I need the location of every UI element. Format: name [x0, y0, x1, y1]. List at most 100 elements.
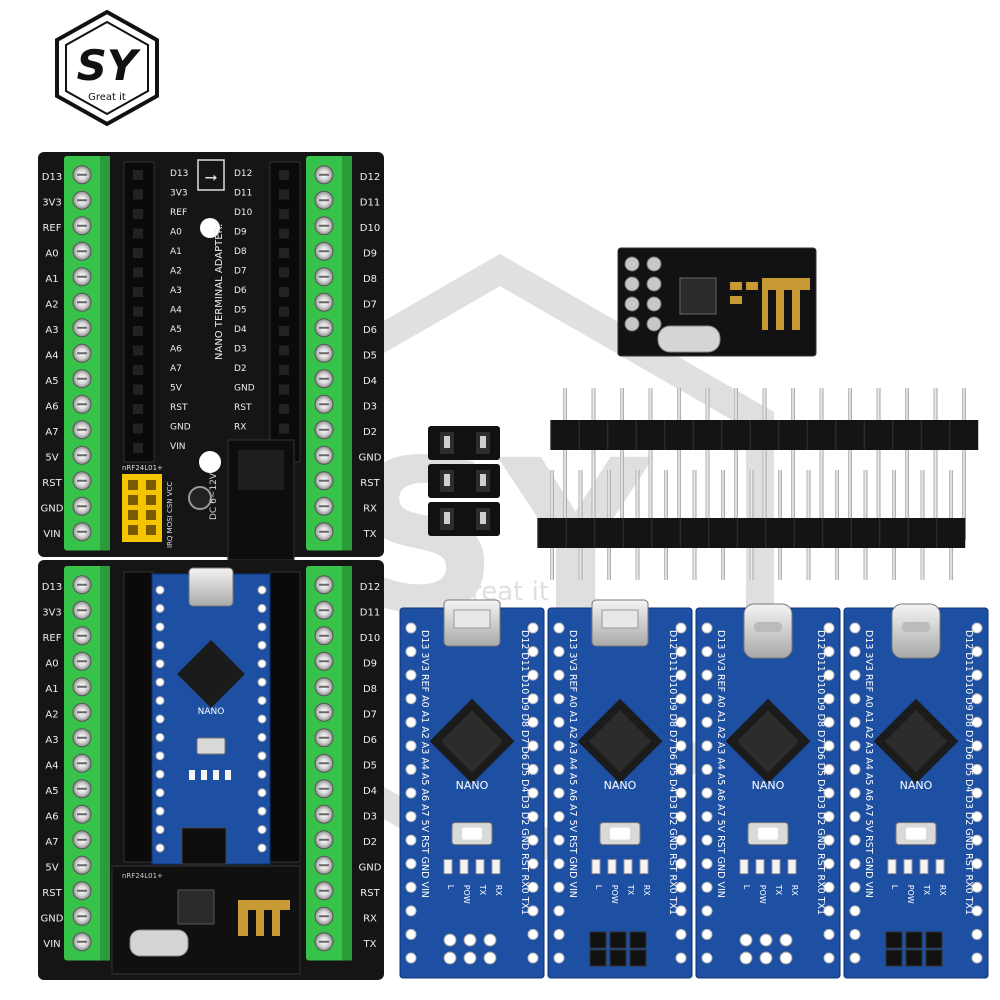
rf-chip: [177, 889, 215, 925]
pin-pad: [971, 858, 983, 870]
pin-pad: [971, 622, 983, 634]
pin-label: D5: [363, 761, 377, 772]
pin-pad: [701, 858, 713, 870]
left-screw-terminal: [64, 156, 110, 551]
brand-logo: SY Great it: [55, 9, 159, 127]
led-label: RX: [938, 885, 947, 897]
pin-pad: [257, 714, 267, 724]
pin-label: D13: [42, 172, 62, 183]
pin-label: A6: [45, 402, 58, 413]
pin-pad: [155, 677, 165, 687]
pin-label: A2: [45, 300, 58, 311]
pin-label: RST: [234, 403, 252, 413]
mount-hole-icon: [199, 451, 221, 473]
mounted-rf-module: nRF24L01+: [111, 827, 301, 975]
pin-housing: [537, 518, 966, 548]
pin-row-label: D12 D11 D10 D9 D8 D7 D6 D5 D4 D3 D2 GND …: [963, 630, 974, 915]
pin-label: 3V3: [42, 608, 62, 619]
pin-pad: [405, 669, 417, 681]
pin-pad: [257, 677, 267, 687]
pin-pad: [155, 622, 165, 632]
status-led: [607, 859, 617, 875]
board-label: NANO: [456, 779, 489, 792]
rf-module-label: nRF24L01+: [122, 872, 163, 880]
pin-pad: [257, 825, 267, 835]
pin-row-label: D12 D11 D10 D9 D8 D7 D6 D5 D4 D3 D2 GND …: [519, 630, 530, 915]
pin-pad: [823, 646, 835, 658]
pin-pad: [849, 740, 861, 752]
pin-pad: [155, 732, 165, 742]
pin-pad: [257, 843, 267, 853]
pin-label: VIN: [43, 939, 60, 950]
pin-label: D8: [234, 247, 247, 257]
pin-pad: [823, 763, 835, 775]
adapter-title: NANO TERMINAL ADAPTER.: [214, 224, 225, 360]
logo-tagline: Great it: [88, 92, 126, 103]
pin-label: 5V: [45, 453, 58, 464]
pin-pad: [527, 716, 539, 728]
pin-pad: [527, 763, 539, 775]
pin-pad: [405, 787, 417, 799]
pin-label: 3V3: [42, 198, 62, 209]
pin-pad: [675, 716, 687, 728]
pin-housing: [550, 420, 979, 450]
pin-label: A7: [170, 364, 182, 374]
pin-label: D8: [363, 274, 377, 285]
pin-label: D13: [170, 169, 188, 179]
pin-pad: [849, 669, 861, 681]
pin-pad: [849, 905, 861, 917]
pin-label: GND: [234, 384, 255, 394]
pin-pad: [971, 740, 983, 752]
pin-label: RX: [234, 423, 246, 433]
pin-pad: [675, 763, 687, 775]
pin-pad: [675, 952, 687, 964]
antenna-trace-icon: [238, 900, 290, 936]
crystal: [129, 929, 189, 957]
pin-label: A0: [45, 249, 58, 260]
pin-pad: [701, 740, 713, 752]
pin-pad: [553, 646, 565, 658]
pin-pad: [675, 811, 687, 823]
pin-pad: [849, 858, 861, 870]
led-label: L: [446, 885, 455, 890]
pin-pad: [553, 811, 565, 823]
pin-pad: [257, 732, 267, 742]
usb-icon: [197, 159, 225, 191]
pin-pad: [701, 693, 713, 705]
pin-row-label: D12 D11 D10 D9 D8 D7 D6 D5 D4 D3 D2 GND …: [815, 630, 826, 915]
pin-label: D7: [234, 267, 247, 277]
male-pin-header-strip: [550, 388, 979, 540]
pin-pad: [675, 787, 687, 799]
inner-header-holes: [133, 170, 289, 453]
pin-label: RX: [363, 914, 377, 925]
pin-pad: [405, 811, 417, 823]
status-led: [935, 859, 945, 875]
pin-label: 3V3: [170, 189, 188, 199]
status-led: [919, 859, 929, 875]
pin-label: D4: [234, 325, 247, 335]
pin-pad: [701, 811, 713, 823]
pin-pad: [553, 716, 565, 728]
board-label: NANO: [752, 779, 785, 792]
2x3-pin-header: [428, 426, 500, 536]
pin-pad: [971, 693, 983, 705]
pin-pad: [405, 858, 417, 870]
led-label: POW: [906, 885, 915, 904]
pin-pad: [527, 787, 539, 799]
pin-label: A3: [45, 325, 58, 336]
pin-label: A5: [45, 376, 58, 387]
pin-pad: [527, 928, 539, 940]
pin-pad: [701, 905, 713, 917]
pin-pad: [405, 763, 417, 775]
led-label: TX: [774, 884, 783, 896]
rf-pin-labels: IRQ MOSI CSN VCC: [166, 482, 174, 548]
pin-pad: [675, 834, 687, 846]
pin-label: A4: [170, 306, 182, 316]
nrf24l01-module: [617, 247, 817, 357]
pin-pad: [405, 952, 417, 964]
pin-pad: [849, 881, 861, 893]
pin-pad: [823, 811, 835, 823]
pin-pad: [527, 952, 539, 964]
